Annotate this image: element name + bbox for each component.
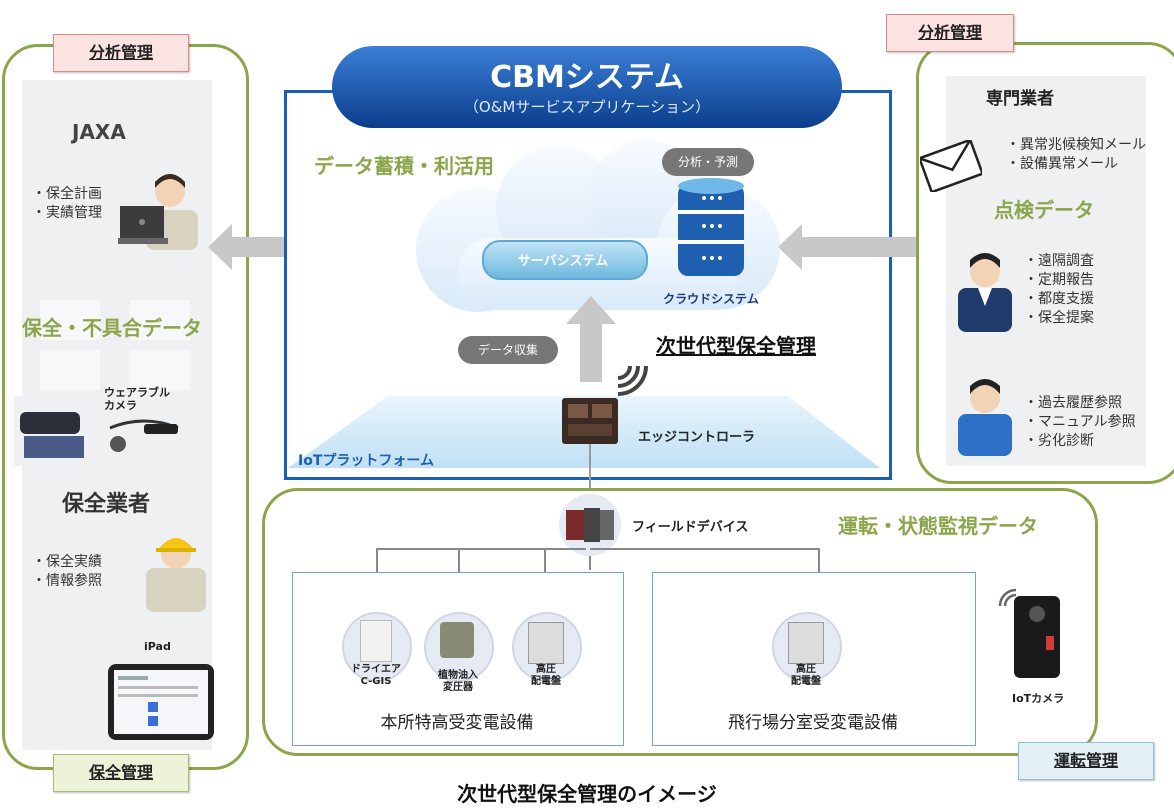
eq-drygas-label: ドライエア C-GIS [351, 664, 401, 687]
staff-person-icon [958, 253, 1012, 332]
right-analysis-tag: 分析管理 [886, 14, 1014, 52]
cloud-system-label: クラウドシステム [663, 292, 759, 306]
field-device-icon [559, 494, 621, 556]
data-upload-arrow [566, 296, 616, 382]
cbm-title: CBMシステム [490, 60, 684, 95]
left-maintenance-tag: 保全管理 [53, 754, 189, 792]
data-collection-pill: データ収集 [458, 336, 558, 364]
engineer-person-icon [958, 379, 1012, 456]
connector-trunk [589, 556, 591, 570]
mail-icon [920, 140, 982, 192]
contractor-label: 保全業者 [62, 492, 151, 517]
reference-items: ・過去履歴参照 ・マニュアル参照 ・劣化診断 [1024, 395, 1136, 449]
jaxa-label: JAXA [72, 120, 126, 144]
analysis-forecast-pill: 分析・予測 [662, 148, 754, 176]
cbm-title-banner [332, 46, 842, 128]
left-analysis-tag: 分析管理 [53, 34, 189, 72]
eq-switchboard-label-2: 高圧 配電盤 [791, 664, 821, 687]
switchboard-icon-2 [772, 612, 842, 682]
edge-controller-label: エッジコントローラ [638, 430, 756, 445]
eq-transformer-label: 植物油入 変圧器 [438, 670, 478, 693]
inspection-data-label: 点検データ [994, 198, 1094, 222]
mail-items: ・異常兆候検知メール ・設備異常メール [1006, 137, 1146, 172]
iot-platform-label: IoTプラットフォーム [298, 453, 434, 469]
edge-controller-icon [562, 398, 618, 444]
data-accumulation-label: データ蓄積・利活用 [314, 154, 494, 178]
operation-data-label: 運転・状態監視データ [838, 514, 1038, 538]
next-gen-label: 次世代型保全管理 [656, 334, 816, 358]
right-double-arrow [778, 224, 956, 270]
worker-helmet-icon [146, 538, 206, 612]
server-system-pill [482, 240, 648, 280]
edge-link-line [589, 444, 591, 490]
server-system-label: サーバシステム [517, 254, 609, 269]
wearable-label: ウェアラブル カメラ [104, 386, 170, 412]
contractor-items: ・保全実績 ・情報参照 [32, 554, 102, 589]
connector-bus [376, 548, 586, 550]
diagram-caption: 次世代型保全管理のイメージ [457, 782, 717, 806]
wearable-camera-icon [109, 419, 179, 452]
field-device-label: フィールドデバイス [632, 520, 749, 535]
eq-switchboard-label-1: 高圧 配電盤 [531, 664, 561, 687]
cbm-subtitle: （O&Mサービスアプリケーション） [463, 98, 711, 116]
camera-wireless-icon [998, 588, 1017, 607]
specialist-label: 専門業者 [986, 89, 1054, 109]
wearable-device-icon [14, 396, 96, 466]
operation-management-tag: 運転管理 [1018, 742, 1154, 780]
left-data-label: 保全・不具合データ [22, 316, 202, 340]
site1-name: 本所特高受変電設備 [380, 713, 534, 733]
person-laptop-icon [118, 174, 198, 250]
site2-name: 飛行場分室受変電設備 [728, 713, 898, 733]
tablet-icon [108, 664, 214, 740]
iot-camera-label: IoTカメラ [1012, 692, 1065, 705]
wireless-signal-icon [617, 365, 648, 396]
support-items: ・遠隔調査 ・定期報告 ・都度支援 ・保全提案 [1024, 253, 1094, 326]
ipad-label: iPad [144, 640, 171, 653]
database-icon [678, 178, 744, 276]
jaxa-items: ・保全計画 ・実績管理 [32, 186, 102, 221]
iot-camera-icon [1014, 596, 1060, 678]
